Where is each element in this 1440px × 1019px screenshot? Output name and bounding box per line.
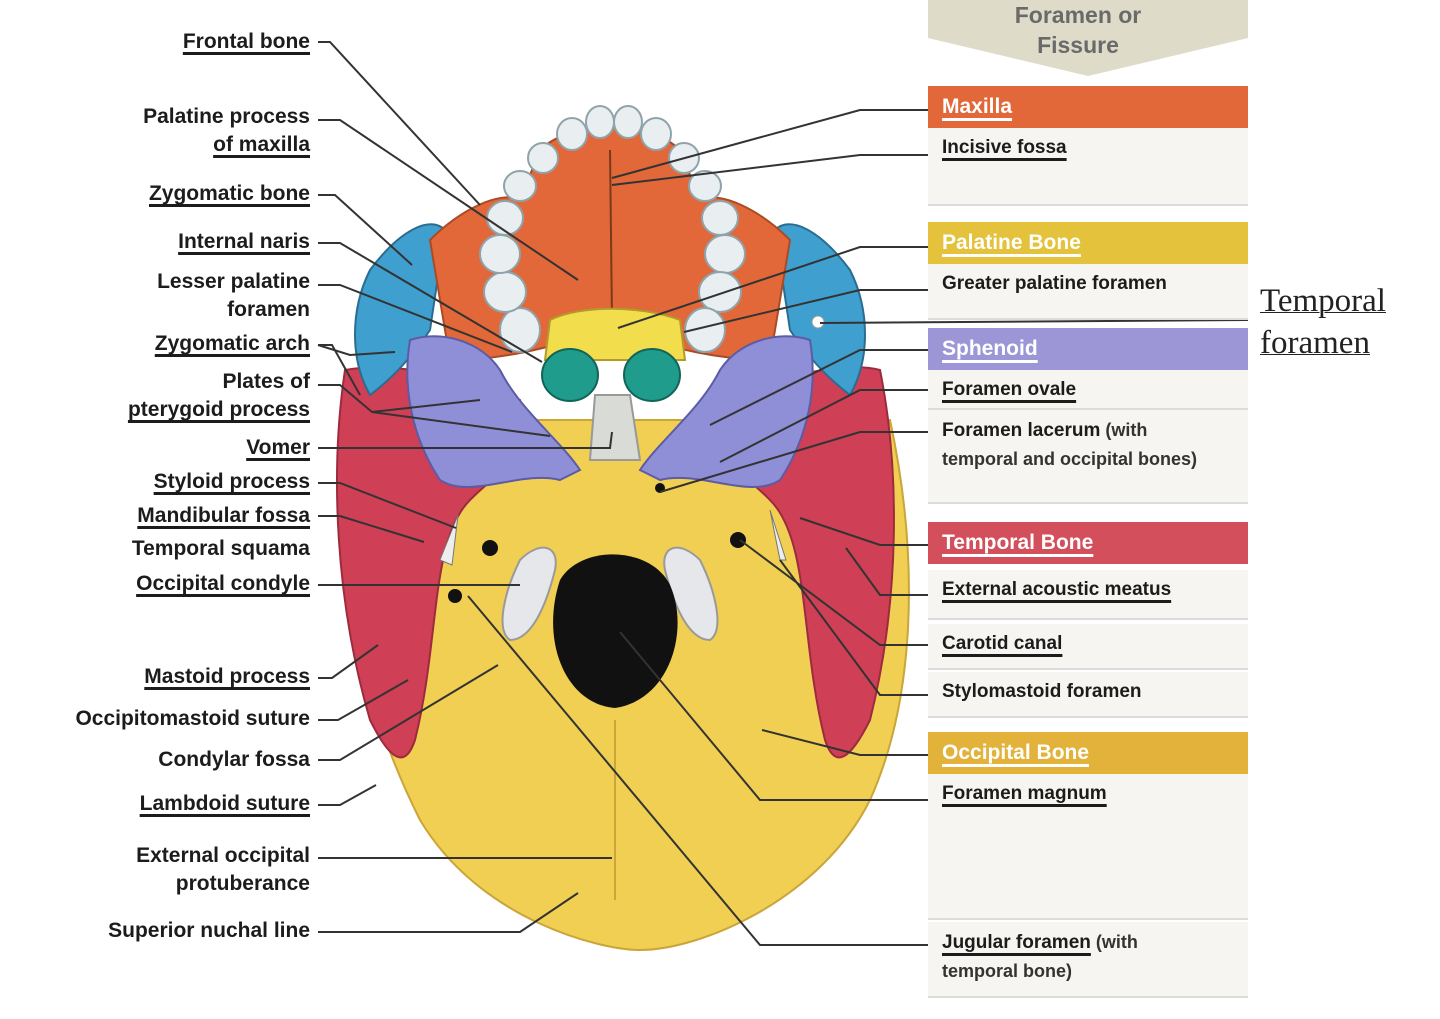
label-internal-naris: Internal naris <box>178 230 310 253</box>
label-frontal-bone: Frontal bone <box>182 30 310 53</box>
section-occipital-bone: Occipital Bone <box>928 732 1248 774</box>
label-condylar-fossa: Condylar fossa <box>158 748 310 771</box>
section-maxilla: Maxilla <box>928 86 1248 128</box>
section-temporal-bone: Temporal Bone <box>928 522 1248 564</box>
label-styloid-process: Styloid process <box>153 470 310 493</box>
label-mastoid-process: Mastoid process <box>144 665 310 688</box>
vomer-shape <box>588 394 642 461</box>
section-palatine-bone: Palatine Bone <box>928 222 1248 264</box>
item-carotid-canal: Carotid canal <box>928 624 1248 670</box>
label-lambdoid-suture: Lambdoid suture <box>139 792 310 815</box>
item-incisive-fossa: Incisive fossa <box>928 128 1248 206</box>
left-sphenoid-shape <box>406 335 582 489</box>
label-vomer: Vomer <box>246 436 310 459</box>
foramen-column-header-tab <box>928 0 1248 76</box>
label-zygomatic-arch: Zygomatic arch <box>154 332 310 355</box>
label-occipitomastoid-suture: Occipitomastoid suture <box>75 707 310 730</box>
item-greater-palatine-foramen: Greater palatine foramen <box>928 264 1248 320</box>
left-occipital-condyle-shape <box>501 546 557 642</box>
label-occipital-condyle: Occipital condyle <box>136 572 310 595</box>
palatine-bone-shape <box>543 307 687 361</box>
section-sphenoid: Sphenoid <box>928 328 1248 370</box>
item-external-acoustic-meatus: External acoustic meatus <box>928 570 1248 620</box>
label-mandibular-fossa: Mandibular fossa <box>137 504 310 527</box>
right-sphenoid-shape <box>638 335 814 489</box>
right-internal-naris-shape <box>623 348 681 402</box>
teeth-row <box>479 105 746 353</box>
right-occipital-condyle-shape <box>663 546 719 642</box>
left-internal-naris-shape <box>541 348 599 402</box>
label-superior-nuchal-line: Superior nuchal line <box>108 919 310 942</box>
item-stylomastoid-foramen: Stylomastoid foramen <box>928 672 1248 718</box>
label-zygomatic-bone: Zygomatic bone <box>148 182 310 205</box>
item-foramen-ovale: Foramen ovale <box>928 370 1248 410</box>
item-foramen-magnum: Foramen magnum <box>928 774 1248 920</box>
label-temporal-squama: Temporal squama <box>131 537 310 560</box>
foramen-magnum-shape <box>553 554 678 708</box>
